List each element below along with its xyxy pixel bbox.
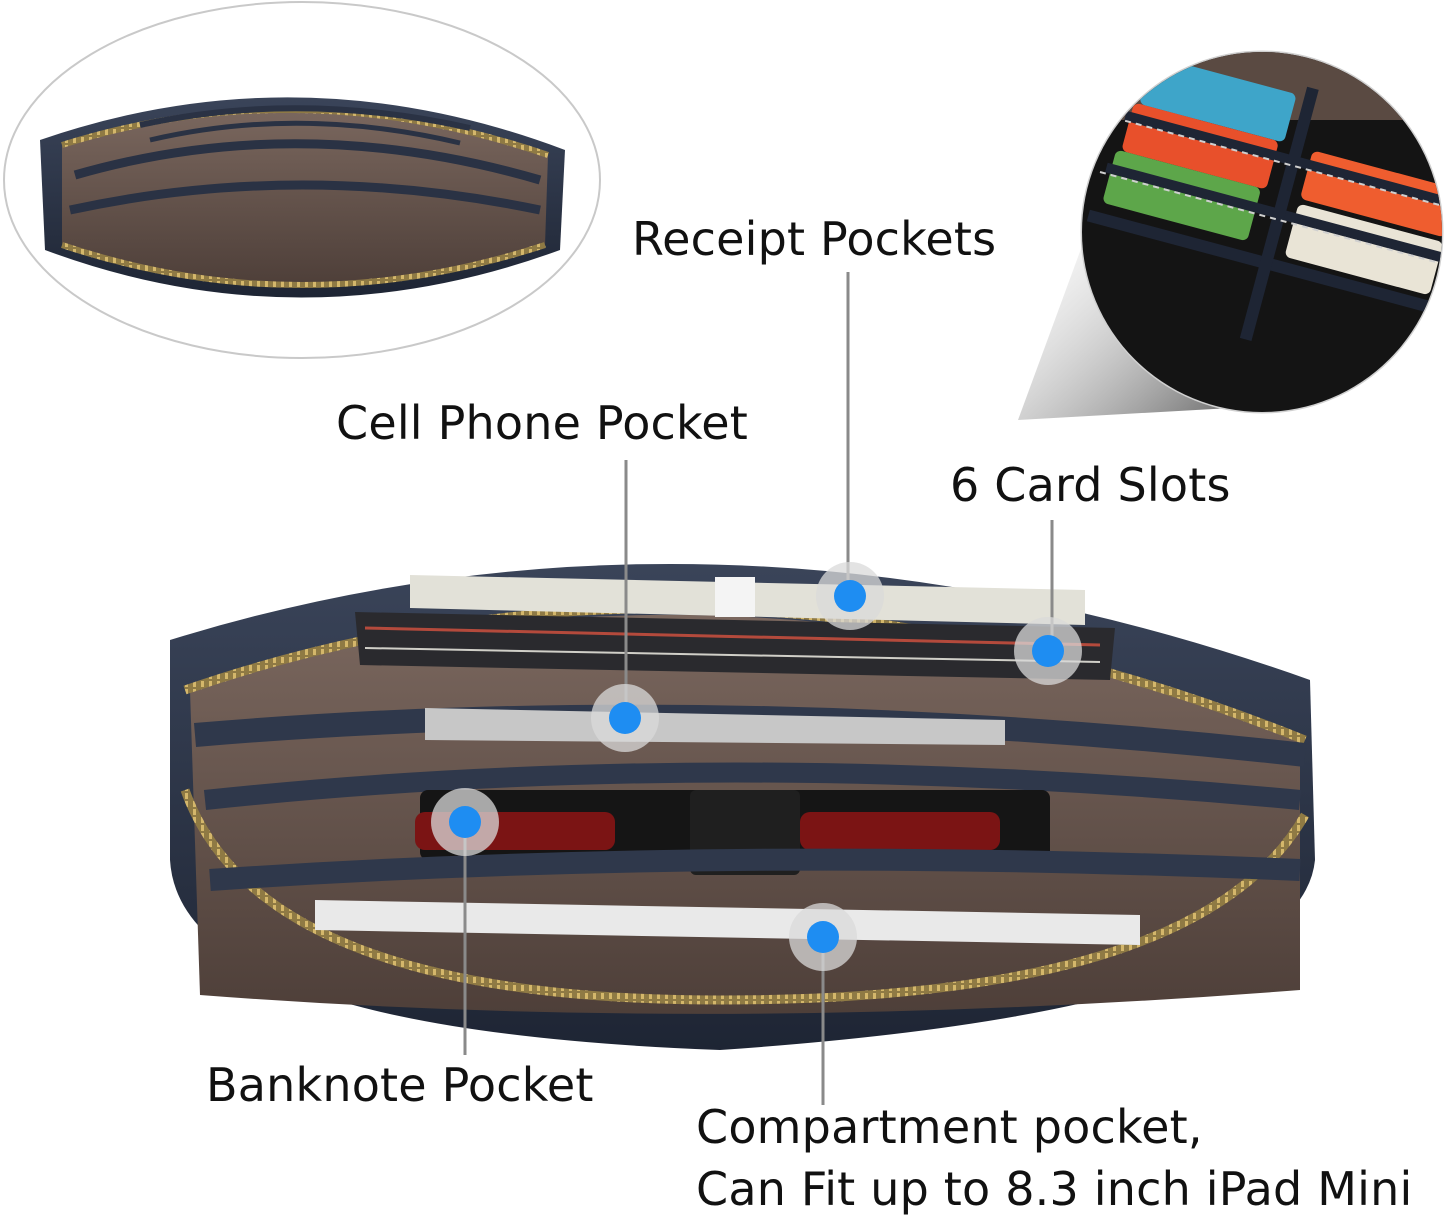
label-card-slots: 6 Card Slots	[950, 458, 1231, 512]
inset-card-slots-closeup	[1018, 50, 1444, 420]
inset-top-view	[3, 1, 601, 359]
marker-cell-phone	[591, 684, 659, 752]
wallet-main	[170, 563, 1315, 1050]
marker-banknote	[431, 788, 499, 856]
leader-lines	[463, 272, 1054, 1105]
label-banknote-pocket: Banknote Pocket	[206, 1058, 594, 1112]
label-receipt-pockets: Receipt Pockets	[632, 212, 997, 266]
label-cell-phone-pocket: Cell Phone Pocket	[336, 396, 748, 450]
label-compartment-line1: Compartment pocket,	[696, 1100, 1203, 1154]
marker-compartment	[789, 903, 857, 971]
marker-card-slots	[1014, 617, 1082, 685]
marker-receipt	[816, 562, 884, 630]
label-compartment-line2: Can Fit up to 8.3 inch iPad Mini	[696, 1162, 1413, 1216]
markers	[431, 562, 1082, 971]
